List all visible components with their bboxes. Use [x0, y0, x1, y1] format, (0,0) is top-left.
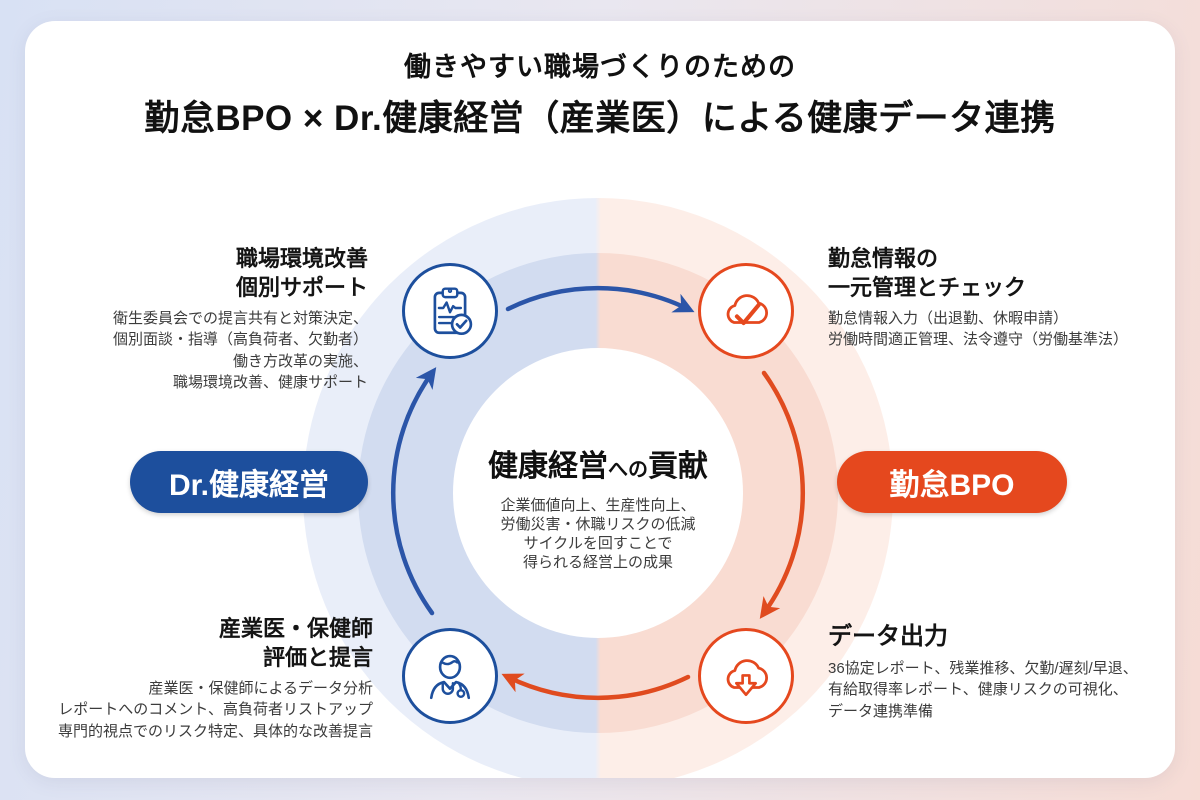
dr-kenko-keiei-pill: Dr.健康経営 [130, 451, 368, 513]
attendance-node: 勤怠情報の 一元管理とチェック 勤怠情報入力（出退勤、休暇申請） 労働時間適正管… [828, 245, 1175, 351]
evaluation-node: 産業医・保健師 評価と提言 産業医・保健師によるデータ分析 レポートへのコメント… [25, 615, 373, 742]
output-heading: データ出力 [828, 623, 948, 650]
doctor-icon [429, 654, 471, 700]
attendance-icon-circle [698, 263, 794, 359]
infographic-card: 働きやすい職場づくりのための 勤怠BPO × Dr.健康経営（産業医）による健康… [25, 21, 1175, 778]
page-title: 勤怠BPO × Dr.健康経営（産業医）による健康データ連携 [144, 99, 1056, 138]
center-contribution-block: 健康経営への貢献 企業価値向上、生産性向上、 労働災害・休職リスクの低減 サイク… [438, 441, 758, 572]
output-icon-circle [698, 628, 794, 724]
center-heading: 健康経営への貢献 [438, 441, 758, 485]
output-body: 36協定レポート、残業推移、欠勤/遅刻/早退、 有給取得率レポート、健康リスクの… [828, 660, 1138, 720]
attendance-heading: 勤怠情報の 一元管理とチェック [828, 246, 1027, 300]
clipboard-pulse-icon [433, 287, 473, 336]
center-heading-particle: への [608, 459, 648, 481]
output-node: データ出力 36協定レポート、残業推移、欠勤/遅刻/早退、 有給取得率レポート、… [828, 621, 1175, 722]
kintai-bpo-pill: 勤怠BPO [837, 451, 1067, 513]
evaluation-icon-circle [402, 628, 498, 724]
center-white-circle [453, 348, 743, 638]
cloud-check-icon [726, 294, 768, 326]
center-body: 企業価値向上、生産性向上、 労働災害・休職リスクの低減 サイクルを回すことで 得… [500, 497, 696, 572]
attendance-body: 勤怠情報入力（出退勤、休暇申請） 労働時間適正管理、法令遵守（労働基準法） [828, 310, 1129, 349]
workplace-body: 衛生委員会での提言共有と対策決定、 個別面談・指導（高負荷者、欠勤者） 働き方改… [112, 310, 368, 392]
workplace-heading: 職場環境改善 個別サポート [235, 246, 368, 300]
cloud-download-icon [726, 659, 768, 697]
page-subtitle: 働きやすい職場づくりのための [404, 52, 796, 82]
workplace-node: 職場環境改善 個別サポート 衛生委員会での提言共有と対策決定、 個別面談・指導（… [40, 245, 368, 393]
center-heading-right: 貢献 [648, 450, 708, 483]
center-heading-left: 健康経営 [488, 450, 608, 483]
evaluation-heading: 産業医・保健師 評価と提言 [218, 616, 373, 670]
title-block: 働きやすい職場づくりのための 勤怠BPO × Dr.健康経営（産業医）による健康… [25, 45, 1175, 141]
evaluation-body: 産業医・保健師によるデータ分析 レポートへのコメント、高負荷者リストアップ 専門… [57, 680, 373, 740]
workplace-icon-circle [402, 263, 498, 359]
